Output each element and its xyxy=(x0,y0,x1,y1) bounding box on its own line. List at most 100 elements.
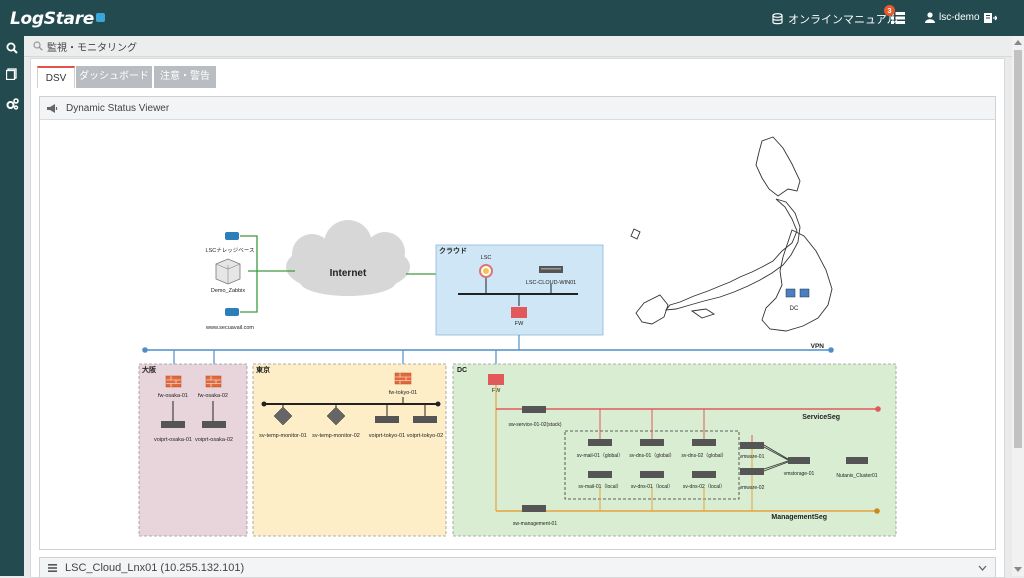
notification-badge[interactable]: 3 xyxy=(884,5,895,16)
fw-osaka-02-label: fw-osaka-02 xyxy=(198,393,228,399)
sw-service-label: sw-service-01-02(stack) xyxy=(508,422,561,428)
network-diagram: DC Internet LSCナレッジベース Demo_Zabbix www.s… xyxy=(138,136,897,537)
voiprt-tokyo-02[interactable]: voiprt-tokyo-02 xyxy=(407,416,443,439)
cloud-lsc-label: LSC xyxy=(481,255,492,261)
voiprt-tokyo-01-label: voiprt-tokyo-01 xyxy=(369,433,405,439)
sw-service-stack[interactable]: sw-service-01-02(stack) xyxy=(508,406,562,428)
sidebar xyxy=(0,36,24,576)
search-icon xyxy=(6,42,18,54)
megaphone-icon xyxy=(47,103,58,113)
sv-temp-monitor-02-label: sv-temp-monitor-02 xyxy=(312,433,360,439)
vmware-02[interactable]: vmware-02 xyxy=(740,468,765,491)
scroll-down-icon[interactable] xyxy=(1014,567,1022,572)
sw-management-label: sw-management-01 xyxy=(513,521,557,527)
sv-temp-monitor-02[interactable]: sv-temp-monitor-02 xyxy=(312,406,360,439)
fw-tokyo-01[interactable]: fw-tokyo-01 xyxy=(389,372,417,396)
gears-icon xyxy=(6,98,19,110)
nutanix-label: Nutanix_Cluster01 xyxy=(836,473,877,479)
management-seg-label: ManagementSeg xyxy=(771,514,827,521)
voiprt-tokyo-01[interactable]: voiprt-tokyo-01 xyxy=(369,416,405,439)
voiprt-osaka-02-label: voiprt-osaka-02 xyxy=(195,437,233,443)
fw-osaka-01-label: fw-osaka-01 xyxy=(158,393,188,399)
tab-dsv[interactable]: DSV xyxy=(37,66,75,88)
sidebar-search-button[interactable] xyxy=(0,36,24,60)
dc-zone: DC FW ServiceSeg sw-service-01-02(stack)… xyxy=(452,363,897,537)
sidebar-settings-button[interactable] xyxy=(0,92,24,116)
breadcrumb-search-icon xyxy=(33,41,43,51)
scroll-thumb[interactable] xyxy=(1014,50,1022,448)
device-knowledge-base[interactable]: LSCナレッジベース xyxy=(206,232,255,254)
database-icon xyxy=(772,13,783,25)
sv-dns-02-local[interactable]: sv-dns-02（local） xyxy=(683,471,725,490)
voiprt-osaka-01[interactable]: voiprt-osaka-01 xyxy=(154,421,192,443)
sidebar-reports-button[interactable] xyxy=(0,62,24,86)
logout-icon[interactable] xyxy=(983,12,997,23)
sv-mail-01-local[interactable]: sv-mail-01（local） xyxy=(578,471,622,490)
vmstorage-01[interactable]: vmstorage-01 xyxy=(784,457,815,477)
cloud-fw-label: FW xyxy=(515,321,524,327)
cloud-server-label: LSC-CLOUD-WIN01 xyxy=(526,280,576,286)
cloud-lsc-node[interactable]: LSC xyxy=(479,255,493,278)
sv-dns-01-local[interactable]: sv-dns-01（local） xyxy=(631,471,673,490)
voiprt-osaka-01-label: voiprt-osaka-01 xyxy=(154,437,192,443)
logo-text: LogStare xyxy=(10,9,95,29)
voiprt-tokyo-02-label: voiprt-tokyo-02 xyxy=(407,433,443,439)
tokyo-zone: 東京 fw-tokyo-01 sv-temp-monitor-01 sv-tem… xyxy=(252,363,447,537)
japan-map-dc-marker: DC xyxy=(785,288,810,312)
breadcrumb: 監視・モニタリング xyxy=(24,36,1012,57)
sv-dns-01-global[interactable]: sv-dns-01（global） xyxy=(629,439,675,459)
server-panel-title: LSC_Cloud_Lnx01 (10.255.132.101) xyxy=(65,561,245,574)
secuavail-label: www.secuavail.com xyxy=(205,325,254,331)
nutanix-cluster01[interactable]: Nutanix_Cluster01 xyxy=(836,457,878,479)
server-list-icon xyxy=(48,563,57,572)
fw-osaka-01[interactable]: fw-osaka-01 xyxy=(158,375,188,399)
device-secuavail-web[interactable]: www.secuavail.com xyxy=(205,308,254,331)
japan-map xyxy=(630,136,833,332)
top-bar: LogStare オンラインマニュアル 3 lsc-demo xyxy=(0,0,1024,36)
dc-title: DC xyxy=(457,367,467,374)
voiprt-osaka-02[interactable]: voiprt-osaka-02 xyxy=(195,421,233,443)
sv-mail-global-label: sv-mail-01（global） xyxy=(577,453,623,459)
book-icon xyxy=(6,68,17,80)
internet-label: Internet xyxy=(330,268,367,279)
japan-map-dc-label: DC xyxy=(790,306,799,312)
vpn-backbone: VPN xyxy=(142,335,834,377)
sv-dns-02-global[interactable]: sv-dns-02（global） xyxy=(681,439,727,459)
vmware-01[interactable]: vmware-01 xyxy=(740,442,765,460)
page-scrollbar[interactable] xyxy=(1012,36,1024,576)
tab-dashboard[interactable]: ダッシュボード xyxy=(76,66,152,88)
fw-osaka-02[interactable]: fw-osaka-02 xyxy=(198,375,228,399)
internet-cloud[interactable]: Internet xyxy=(286,220,410,296)
user-menu[interactable]: lsc-demo xyxy=(925,12,997,23)
scroll-up-icon[interactable] xyxy=(1014,40,1022,45)
breadcrumb-text: 監視・モニタリング xyxy=(47,42,137,54)
sv-mail-local-label: sv-mail-01（local） xyxy=(578,484,621,490)
vmstorage-label: vmstorage-01 xyxy=(784,471,815,477)
app-logo[interactable]: LogStare xyxy=(10,9,106,29)
sv-dns01-local-label: sv-dns-01（local） xyxy=(631,484,673,490)
device-demo-zabbix[interactable]: Demo_Zabbix xyxy=(211,258,245,294)
sv-mail-01-global[interactable]: sv-mail-01（global） xyxy=(577,439,623,459)
knowledge-base-label: LSCナレッジベース xyxy=(206,247,255,254)
vpn-label: VPN xyxy=(811,343,825,350)
demo-zabbix-label: Demo_Zabbix xyxy=(211,288,245,294)
online-manual-link[interactable]: オンラインマニュアル xyxy=(772,11,898,27)
vmware-02-label: vmware-02 xyxy=(740,485,765,491)
osaka-zone: 大阪 fw-osaka-01 fw-osaka-02 voiprt-osaka-… xyxy=(138,363,248,537)
sv-dns02-local-label: sv-dns-02（local） xyxy=(683,484,725,490)
server-panel-header[interactable]: LSC_Cloud_Lnx01 (10.255.132.101) xyxy=(39,557,996,577)
user-icon xyxy=(925,12,935,23)
tab-alerts[interactable]: 注意・警告 xyxy=(154,66,216,88)
sv-temp-monitor-01[interactable]: sv-temp-monitor-01 xyxy=(259,406,307,439)
service-seg-label: ServiceSeg xyxy=(802,414,840,421)
cloud-fw-node[interactable]: FW xyxy=(511,307,527,327)
fw-tokyo-01-label: fw-tokyo-01 xyxy=(389,390,417,396)
logo-badge-icon xyxy=(96,13,106,22)
cloud-server-node[interactable]: LSC-CLOUD-WIN01 xyxy=(526,266,576,286)
user-name: lsc-demo xyxy=(939,12,980,23)
chevron-down-icon[interactable] xyxy=(978,565,987,571)
sv-temp-monitor-01-label: sv-temp-monitor-01 xyxy=(259,433,307,439)
tokyo-title: 東京 xyxy=(256,365,270,374)
sw-management[interactable]: sw-management-01 xyxy=(513,505,557,527)
dsv-panel-header: Dynamic Status Viewer xyxy=(40,97,995,120)
